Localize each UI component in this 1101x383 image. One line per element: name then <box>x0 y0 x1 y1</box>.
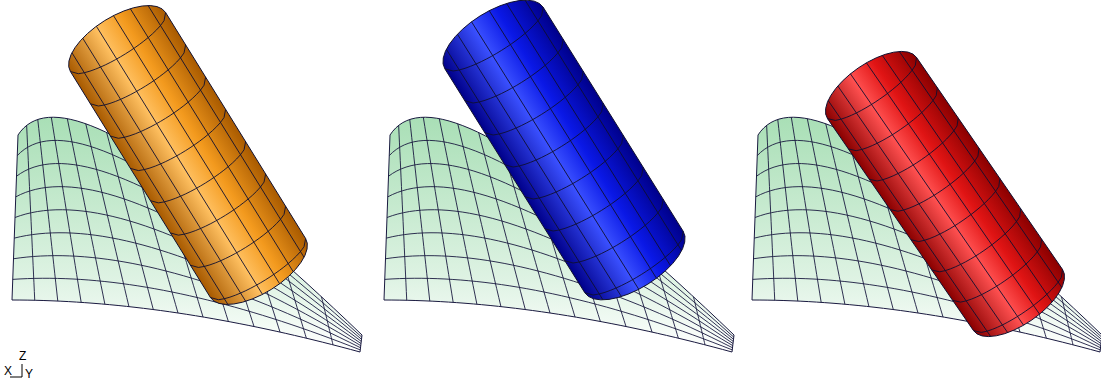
axis-label: X <box>4 365 12 377</box>
axis-label: Y <box>25 368 33 380</box>
cylinder-mesh <box>69 6 308 305</box>
axis-label: Z <box>19 350 26 362</box>
cylinder-mesh <box>443 0 685 300</box>
fe-panel <box>752 51 1101 352</box>
fe-panel <box>12 6 362 352</box>
cylinder-mesh <box>826 51 1065 336</box>
fe-panel <box>384 0 734 352</box>
